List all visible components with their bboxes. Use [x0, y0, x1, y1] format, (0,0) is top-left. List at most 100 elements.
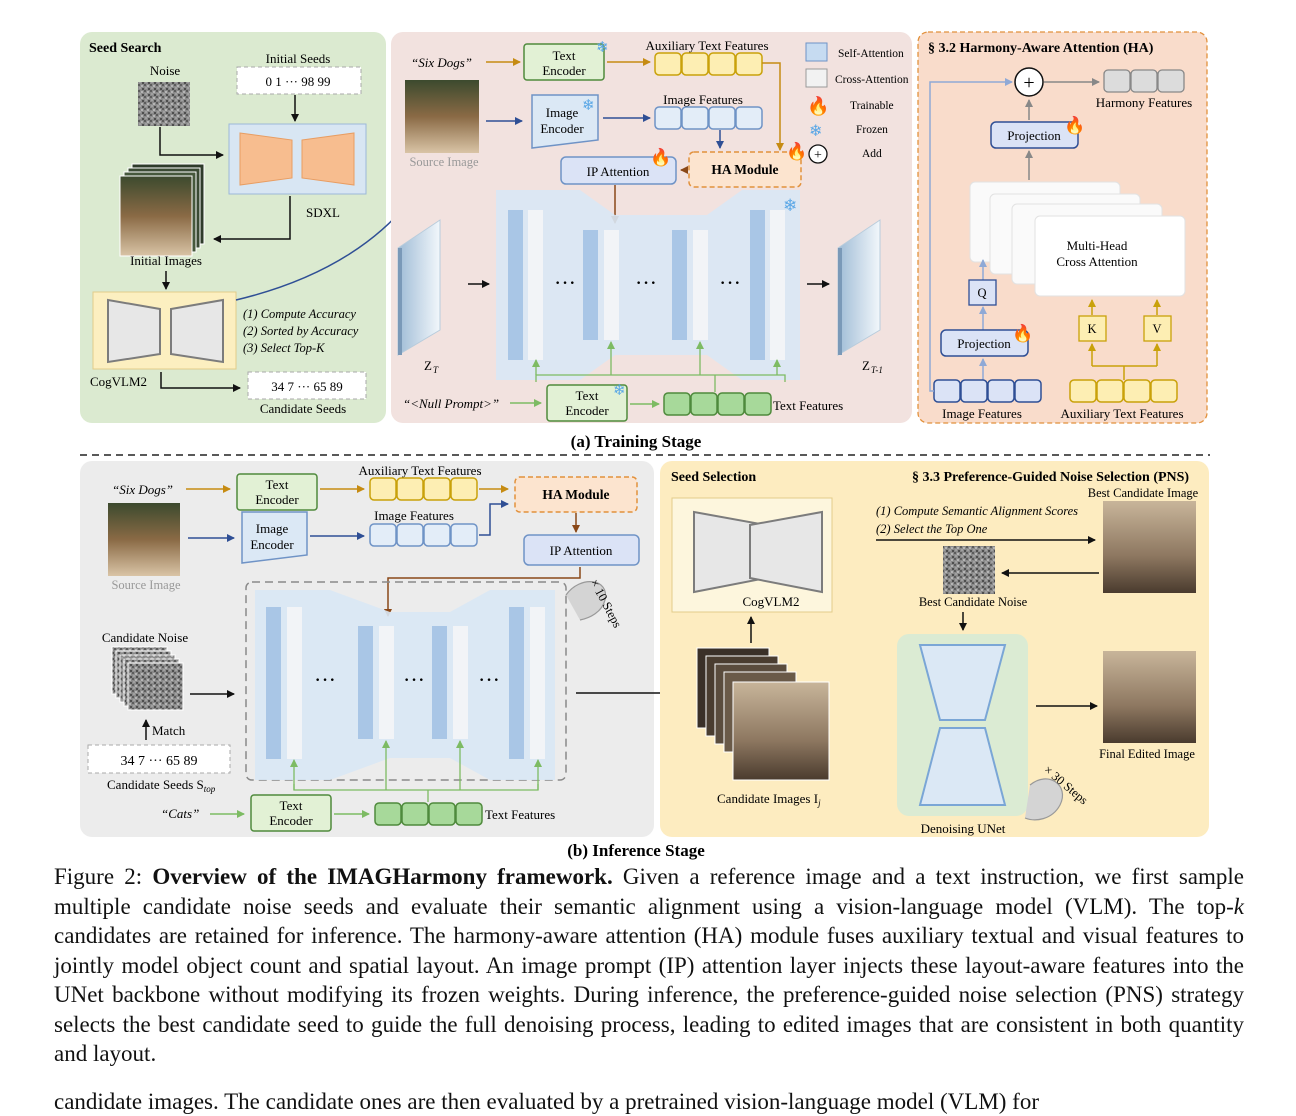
train-source-image	[405, 80, 479, 153]
ha-image-features-label: Image Features	[942, 406, 1022, 421]
training-stage-label: (a) Training Stage	[571, 432, 702, 451]
svg-text:🔥: 🔥	[1012, 323, 1033, 343]
inf-aux-text-features-label: Auxiliary Text Features	[358, 463, 481, 478]
svg-text:Encoder: Encoder	[250, 537, 294, 552]
svg-text:Trainable: Trainable	[850, 100, 894, 112]
inf-image-features-label: Image Features	[374, 508, 454, 523]
svg-text:V: V	[1152, 322, 1161, 336]
candidate-seeds-label: Candidate Seeds	[260, 401, 346, 416]
svg-text:Text: Text	[266, 477, 289, 492]
svg-text:HA Module: HA Module	[542, 487, 609, 502]
noise-label: Noise	[150, 63, 181, 78]
inference-right-panel: Seed Selection § 3.3 Preference-Guided N…	[660, 461, 1209, 837]
svg-text:Z: Z	[424, 358, 432, 373]
train-image-features	[654, 106, 763, 130]
seed-search-panel: Seed Search Noise Initial Seeds 0 1 ··· …	[80, 32, 431, 423]
train-image-encoder	[531, 94, 599, 149]
svg-text:T: T	[433, 365, 439, 375]
svg-text:+: +	[814, 148, 822, 163]
train-image-features-label: Image Features	[663, 92, 743, 107]
initial-images-label: Initial Images	[130, 253, 202, 268]
candidate-seeds-values: 34 7 ··· 65 89	[271, 379, 343, 394]
svg-text:Text: Text	[280, 798, 303, 813]
inf-unet	[255, 590, 555, 780]
svg-text:Encoder: Encoder	[565, 403, 609, 418]
sdxl-decoder-shape	[301, 132, 355, 186]
denoising-unet-label: Denoising UNet	[921, 821, 1006, 836]
svg-text:Q: Q	[977, 286, 986, 300]
caption-k: k	[1233, 893, 1244, 919]
svg-text:🔥: 🔥	[786, 141, 807, 161]
inf-candidate-seeds-label: Candidate Seeds Stop	[107, 777, 216, 794]
train-unet	[496, 190, 800, 380]
svg-text:🔥: 🔥	[1064, 115, 1085, 135]
svg-text:Multi-Head: Multi-Head	[1067, 238, 1128, 253]
seed-step-1: (1) Compute Accuracy	[243, 307, 356, 321]
svg-text:···: ···	[314, 667, 336, 692]
cats-prompt: “Cats”	[161, 806, 199, 821]
candidate-seeds-box	[247, 371, 367, 400]
svg-text:Cross-Attention: Cross-Attention	[835, 74, 909, 86]
svg-text:Text: Text	[576, 388, 599, 403]
inf-text-features-label: Text Features	[485, 807, 555, 822]
svg-text:IP Attention: IP Attention	[587, 164, 650, 179]
frozen-icon: ❄	[596, 40, 609, 56]
q-box	[968, 279, 997, 306]
multi-head-cross-attention	[969, 181, 1186, 297]
candidate-images-label: Candidate Images Ij	[717, 791, 821, 808]
inf-cogvlm-label: CogVLM2	[742, 594, 799, 609]
loop-arrow-10	[565, 581, 607, 621]
framework-figure: Seed Search Noise Initial Seeds 0 1 ··· …	[80, 31, 1210, 860]
train-text-features	[663, 392, 772, 416]
k-box	[1078, 315, 1107, 342]
final-edited-image-label: Final Edited Image	[1099, 747, 1195, 761]
z-t-latent	[397, 219, 441, 356]
candidate-noise-stack	[111, 646, 184, 711]
projection-bottom	[940, 329, 1029, 357]
inf-image-encoder	[241, 511, 308, 564]
sdxl-label: SDXL	[306, 205, 340, 220]
svg-text:···: ···	[635, 270, 657, 295]
svg-text:···: ···	[478, 667, 500, 692]
svg-text:❄: ❄	[613, 383, 626, 399]
frozen-legend-icon: ❄	[809, 123, 822, 140]
svg-text:Image: Image	[256, 521, 289, 536]
train-aux-text-features-label: Auxiliary Text Features	[645, 38, 768, 53]
v-box	[1143, 315, 1172, 342]
initial-seeds-values: 0 1 ··· 98 99	[266, 74, 331, 89]
ha-aux-text-features-label: Auxiliary Text Features	[1060, 406, 1183, 421]
initial-seeds-title: Initial Seeds	[266, 51, 331, 66]
svg-text:❄: ❄	[582, 98, 595, 114]
svg-text:🔥: 🔥	[650, 147, 671, 167]
harmony-features	[1103, 69, 1185, 93]
svg-text:···: ···	[554, 270, 576, 295]
training-main-panel: “Six Dogs” Text Encoder ❄ Auxiliary Text…	[391, 32, 912, 423]
inf-image-features	[369, 523, 478, 547]
match-label: Match	[152, 723, 186, 738]
svg-text:T-1: T-1	[871, 365, 883, 375]
svg-text:Image: Image	[546, 105, 579, 120]
pns-step-1: (1) Compute Semantic Alignment Scores	[876, 504, 1078, 518]
null-prompt: “<Null Prompt>”	[403, 396, 499, 411]
svg-text:IP Attention: IP Attention	[550, 543, 613, 558]
trainable-icon: 🔥	[807, 95, 829, 116]
add-icon	[808, 144, 828, 164]
train-ip-attention	[560, 156, 677, 185]
svg-text:···: ···	[403, 667, 425, 692]
svg-text:···: ···	[719, 270, 741, 295]
svg-text:Encoder: Encoder	[542, 63, 586, 78]
noise-image	[138, 82, 190, 126]
loop-arrow-30	[1024, 778, 1063, 821]
pns-step-2: (2) Select the Top One	[876, 522, 988, 536]
inf-text-encoder-2	[250, 794, 332, 832]
best-candidate-noise-label: Best Candidate Noise	[919, 595, 1028, 609]
train-prompt: “Six Dogs”	[411, 55, 472, 70]
ha-aux-text-features	[1069, 379, 1178, 403]
seed-search-title: Seed Search	[89, 41, 162, 56]
inf-aux-text-features	[369, 477, 478, 501]
inf-text-encoder	[236, 473, 318, 511]
svg-text:❄: ❄	[783, 196, 797, 215]
seed-step-2: (2) Sorted by Accuracy	[243, 324, 359, 338]
inference-stage-label: (b) Inference Stage	[567, 841, 705, 860]
legend: Self-Attention Cross-Attention 🔥 Trainab…	[805, 42, 909, 164]
